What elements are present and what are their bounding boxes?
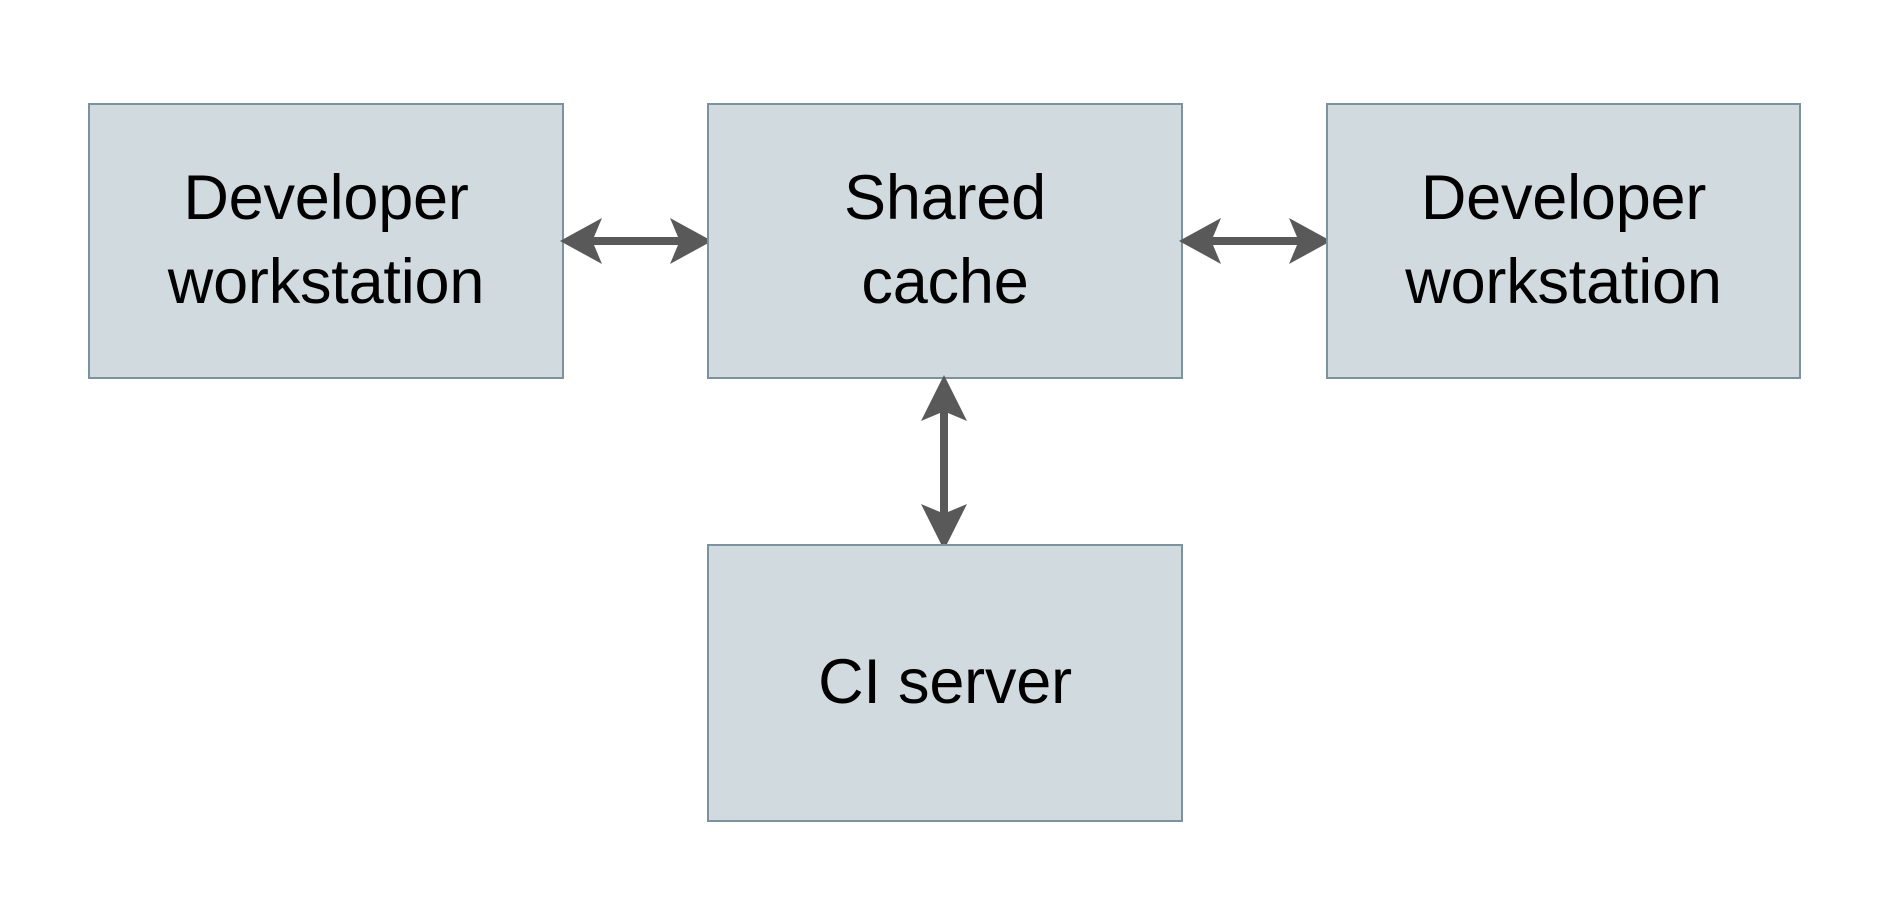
edge-dev-left-to-shared-cache (560, 208, 712, 274)
double-arrow-horizontal-icon (560, 218, 712, 264)
edge-shared-cache-to-dev-right (1179, 208, 1331, 274)
node-developer-workstation-left[interactable]: Developer workstation (88, 103, 564, 379)
node-developer-workstation-right[interactable]: Developer workstation (1326, 103, 1801, 379)
node-label: Shared cache (844, 163, 1046, 317)
node-label: Developer workstation (1405, 163, 1722, 317)
edge-shared-cache-to-ci-server (911, 375, 977, 550)
node-label: Developer workstation (167, 163, 485, 317)
node-ci-server[interactable]: CI server (707, 544, 1183, 822)
node-shared-cache[interactable]: Shared cache (707, 103, 1183, 379)
node-label: CI server (818, 647, 1072, 718)
double-arrow-horizontal-icon (1179, 218, 1331, 264)
double-arrow-vertical-icon (921, 375, 967, 550)
